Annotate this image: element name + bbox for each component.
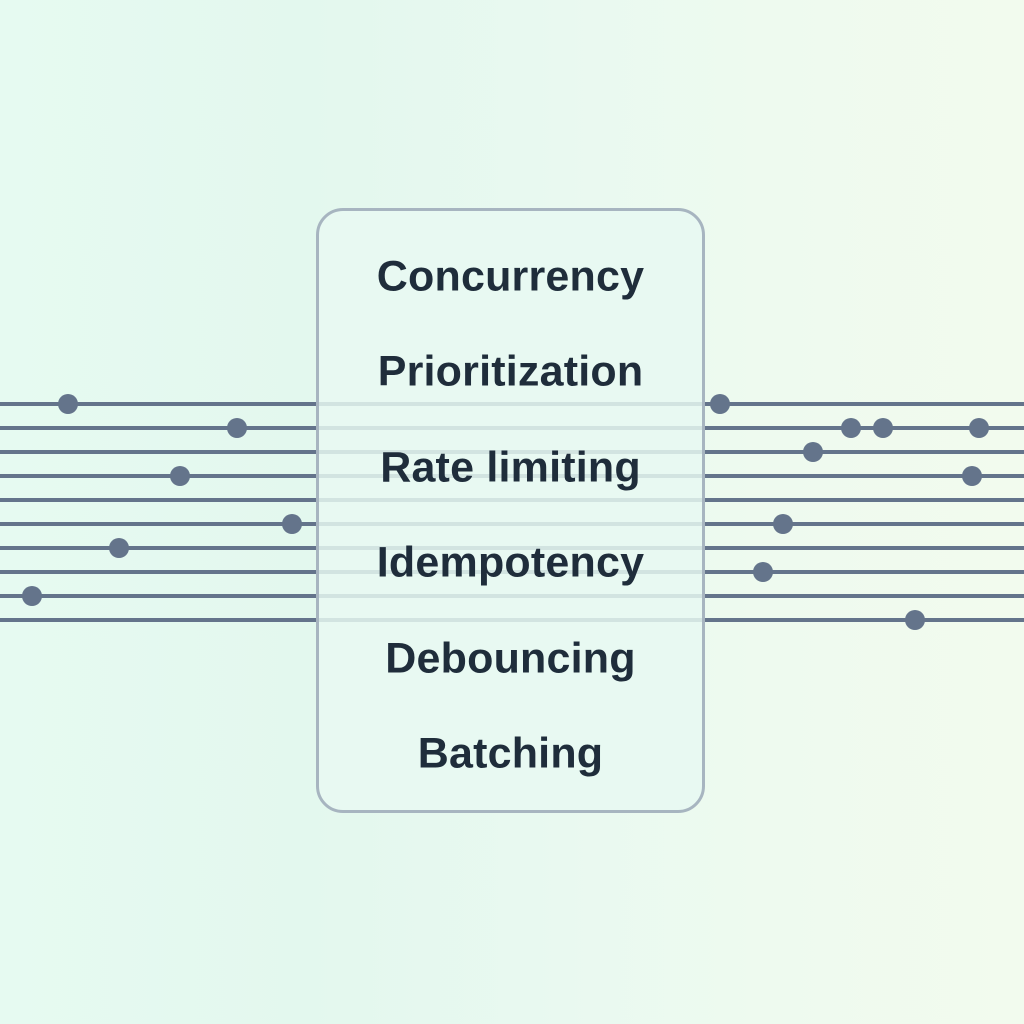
wire-dot xyxy=(22,586,42,606)
wire-dot xyxy=(841,418,861,438)
wire-dot xyxy=(282,514,302,534)
wire-dot xyxy=(109,538,129,558)
card-inner-line xyxy=(319,570,702,574)
card-inner-line xyxy=(319,498,702,502)
card-inner-line xyxy=(319,450,702,454)
wire-dot xyxy=(227,418,247,438)
card-inner-line xyxy=(319,402,702,406)
wire-dot xyxy=(710,394,730,414)
card-inner-line xyxy=(319,618,702,622)
wire-dot xyxy=(873,418,893,438)
wire-dot xyxy=(969,418,989,438)
card-item-label: Concurrency xyxy=(376,252,645,301)
wire-dot xyxy=(58,394,78,414)
wire-dot xyxy=(962,466,982,486)
wire-dot xyxy=(753,562,773,582)
card-item-label: Rate limiting xyxy=(380,443,641,492)
card-item-label: Batching xyxy=(417,729,604,778)
card-item-label: Prioritization xyxy=(377,347,644,396)
wire-dot xyxy=(803,442,823,462)
card-inner-line xyxy=(319,474,702,478)
wire-dot xyxy=(170,466,190,486)
wire-dot xyxy=(773,514,793,534)
card-inner-line xyxy=(319,426,702,430)
wire-dot xyxy=(905,610,925,630)
card-item-label: Debouncing xyxy=(385,634,636,683)
card-item-label: Idempotency xyxy=(376,538,645,587)
card-inner-line xyxy=(319,594,702,598)
card-inner-line xyxy=(319,546,702,550)
card-inner-line xyxy=(319,522,702,526)
